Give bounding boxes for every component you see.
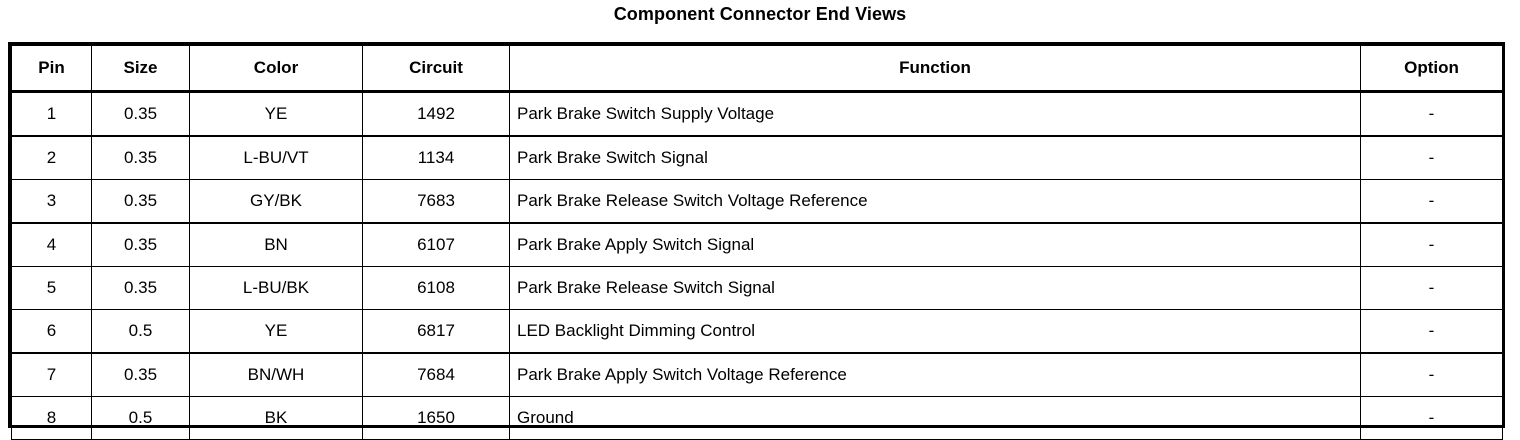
column-header-pin: Pin [11, 45, 92, 93]
table-row: 7 0.35 BN/WH 7684 Park Brake Apply Switc… [11, 352, 1503, 397]
table-row: 8 0.5 BK 1650 Ground - [11, 396, 1503, 440]
column-header-option: Option [1360, 45, 1503, 93]
cell-color: BN [189, 222, 363, 267]
cell-pin: 2 [11, 135, 92, 180]
cell-function: LED Backlight Dimming Control [509, 309, 1361, 354]
connector-pinout-table: Pin Size Color Circuit Function Option 1… [11, 45, 1503, 440]
cell-color: BN/WH [189, 352, 363, 397]
cell-option: - [1360, 309, 1503, 354]
cell-circuit: 1492 [362, 91, 510, 137]
cell-pin: 6 [11, 309, 92, 354]
cell-color: YE [189, 309, 363, 354]
cell-color: L-BU/BK [189, 266, 363, 310]
cell-pin: 1 [11, 91, 92, 137]
cell-circuit: 1134 [362, 135, 510, 180]
cell-color: L-BU/VT [189, 135, 363, 180]
table-header: Pin Size Color Circuit Function Option [11, 45, 1503, 93]
column-header-size: Size [91, 45, 190, 93]
cell-color: BK [189, 396, 363, 440]
cell-option: - [1360, 91, 1503, 137]
cell-option: - [1360, 266, 1503, 310]
table-row: 6 0.5 YE 6817 LED Backlight Dimming Cont… [11, 309, 1503, 354]
cell-size: 0.35 [91, 135, 190, 180]
column-header-circuit: Circuit [362, 45, 510, 93]
cell-function: Ground [509, 396, 1361, 440]
cell-pin: 7 [11, 352, 92, 397]
table-row: 1 0.35 YE 1492 Park Brake Switch Supply … [11, 91, 1503, 137]
cell-function: Park Brake Apply Switch Voltage Referenc… [509, 352, 1361, 397]
cell-pin: 8 [11, 396, 92, 440]
cell-size: 0.35 [91, 266, 190, 310]
cell-size: 0.35 [91, 91, 190, 137]
cell-pin: 4 [11, 222, 92, 267]
cell-function: Park Brake Switch Supply Voltage [509, 91, 1361, 137]
cell-size: 0.35 [91, 352, 190, 397]
connector-pinout-table-container: Pin Size Color Circuit Function Option 1… [8, 42, 1505, 440]
cell-pin: 3 [11, 179, 92, 224]
table-row: 2 0.35 L-BU/VT 1134 Park Brake Switch Si… [11, 135, 1503, 180]
table-row: 4 0.35 BN 6107 Park Brake Apply Switch S… [11, 222, 1503, 267]
cell-circuit: 7684 [362, 352, 510, 397]
column-header-function: Function [509, 45, 1361, 93]
table-body: 1 0.35 YE 1492 Park Brake Switch Supply … [11, 91, 1503, 440]
cell-option: - [1360, 222, 1503, 267]
table-row: 5 0.35 L-BU/BK 6108 Park Brake Release S… [11, 266, 1503, 310]
cell-option: - [1360, 396, 1503, 440]
cell-size: 0.5 [91, 309, 190, 354]
cell-color: GY/BK [189, 179, 363, 224]
cell-function: Park Brake Switch Signal [509, 135, 1361, 180]
cell-function: Park Brake Apply Switch Signal [509, 222, 1361, 267]
cell-circuit: 6107 [362, 222, 510, 267]
cell-option: - [1360, 352, 1503, 397]
cell-option: - [1360, 179, 1503, 224]
cell-color: YE [189, 91, 363, 137]
cell-circuit: 6817 [362, 309, 510, 354]
table-row: 3 0.35 GY/BK 7683 Park Brake Release Swi… [11, 179, 1503, 224]
cell-circuit: 1650 [362, 396, 510, 440]
cell-size: 0.35 [91, 222, 190, 267]
cell-function: Park Brake Release Switch Voltage Refere… [509, 179, 1361, 224]
cell-size: 0.35 [91, 179, 190, 224]
table-header-row: Pin Size Color Circuit Function Option [11, 45, 1503, 93]
cell-function: Park Brake Release Switch Signal [509, 266, 1361, 310]
cell-option: - [1360, 135, 1503, 180]
page-title: Component Connector End Views [613, 4, 907, 24]
cell-circuit: 6108 [362, 266, 510, 310]
cell-pin: 5 [11, 266, 92, 310]
column-header-color: Color [189, 45, 363, 93]
cell-circuit: 7683 [362, 179, 510, 224]
cell-size: 0.5 [91, 396, 190, 440]
